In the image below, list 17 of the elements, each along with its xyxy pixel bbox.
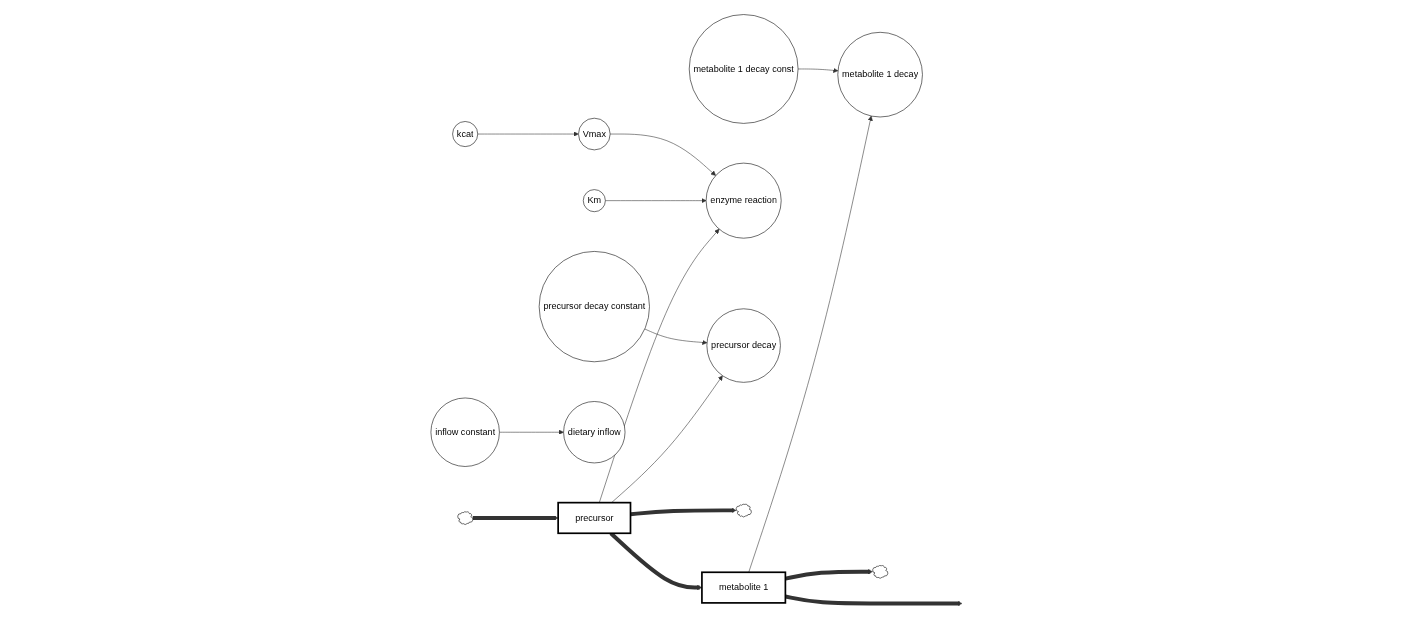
flow-pipe-arrow <box>472 515 559 521</box>
variable-circle: Km <box>582 189 606 212</box>
flow-pipe-arrow <box>630 507 737 517</box>
cloud-icon <box>457 511 474 525</box>
cloud-icon <box>872 565 889 579</box>
variable-circle: enzyme reaction <box>705 162 782 239</box>
cloud-icon <box>735 503 752 518</box>
stock-box: precursor <box>557 501 632 535</box>
variable-circle: kcat <box>452 121 479 147</box>
variable-circle: inflow constant <box>430 397 500 467</box>
stock-box: metabolite 1 <box>701 571 787 604</box>
variable-circle: dietary inflow <box>563 401 626 464</box>
variable-circle: Vmax <box>578 117 611 151</box>
variable-circle: metabolite 1 decay const <box>688 14 799 124</box>
variable-circle: precursor decay <box>706 308 781 383</box>
variable-circle: precursor decay constant <box>538 251 650 363</box>
variable-circle: metabolite 1 decay <box>837 32 923 118</box>
